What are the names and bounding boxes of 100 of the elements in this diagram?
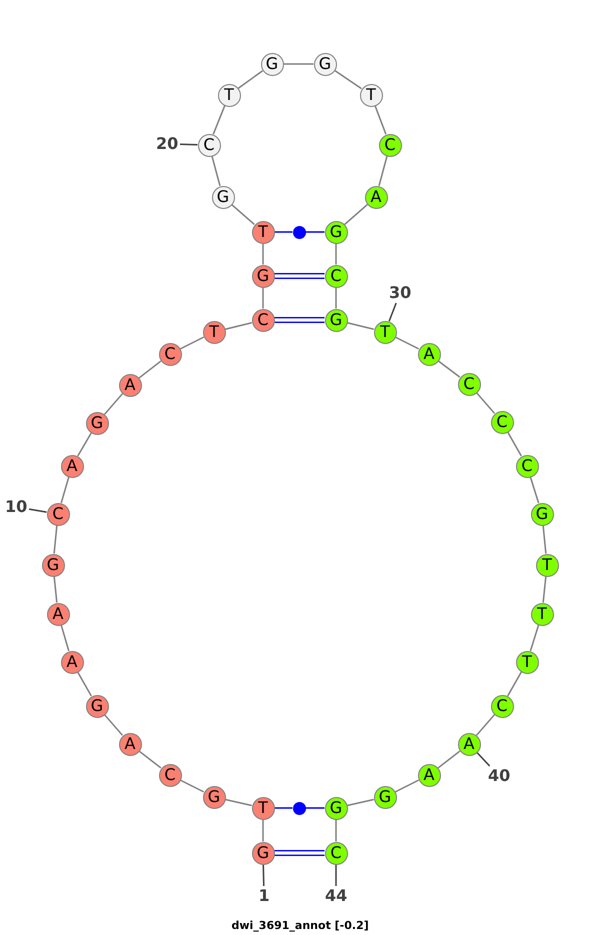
base-pair-line: [274, 317, 326, 323]
backbone-line: [438, 750, 460, 769]
backbone-line: [284, 63, 314, 65]
backbone-line: [542, 576, 547, 603]
position-number: 1: [258, 888, 270, 904]
nucleotide: G: [314, 52, 336, 76]
nucleotide: A: [418, 764, 440, 786]
backbone-line: [347, 322, 374, 330]
backbone-line: [104, 393, 124, 415]
nucleotide: A: [60, 650, 84, 674]
caption: dwi_3691_annot [-0.2]: [232, 920, 369, 931]
nucleotide: G: [530, 502, 554, 526]
nucleotide: C: [458, 372, 480, 396]
nucleotide: G: [324, 308, 348, 332]
nucleotide: T: [360, 84, 382, 106]
nucleotide: C: [378, 134, 402, 156]
backbone-line: [530, 624, 540, 652]
leader-line: [476, 752, 490, 767]
backbone-line: [138, 360, 162, 379]
nucleotide: C: [198, 134, 220, 156]
nucleotide: T: [536, 554, 558, 576]
nucleotide: G: [374, 786, 396, 808]
nucleotide: A: [118, 374, 142, 396]
nucleotide: A: [458, 732, 480, 756]
nucleotide: G: [86, 694, 108, 718]
dot-icon: [292, 226, 306, 238]
nucleotide: C: [516, 454, 538, 478]
nucleotide: C: [252, 308, 274, 332]
position-number: 40: [488, 768, 510, 784]
backbone-line: [394, 336, 420, 350]
nucleotide: G: [86, 412, 108, 434]
nucleotide: C: [46, 502, 70, 526]
nucleotide: C: [158, 342, 182, 366]
nucleotide: T: [202, 320, 226, 344]
nucleotide: G: [324, 796, 348, 820]
backbone-line: [335, 244, 337, 264]
backbone-line: [104, 714, 124, 736]
backbone-line: [335, 288, 337, 308]
nucleotide: G: [260, 52, 284, 76]
leader-line: [388, 302, 397, 322]
base-pair-line: [274, 273, 326, 279]
backbone-line: [225, 798, 252, 806]
backbone-line: [262, 820, 264, 842]
backbone-line: [53, 576, 58, 603]
position-number: 44: [325, 888, 348, 904]
nucleotide: G: [42, 554, 64, 576]
leader-line: [262, 864, 265, 886]
nucleotide: C: [158, 764, 182, 786]
position-number: 10: [5, 499, 28, 515]
backbone-line: [231, 204, 255, 225]
base-pair-line: [306, 231, 324, 233]
dot-icon: [292, 802, 306, 814]
base-pair-line: [274, 231, 292, 233]
nucleotide: C: [490, 694, 514, 718]
backbone-line: [262, 244, 264, 264]
nucleotide: C: [324, 264, 348, 288]
base-pair-line: [274, 807, 292, 809]
nucleotide: G: [324, 220, 348, 244]
backbone-line: [438, 360, 460, 378]
position-number: 20: [156, 136, 178, 152]
backbone-line: [347, 798, 374, 806]
backbone-line: [476, 392, 496, 414]
nucleotide: A: [60, 454, 84, 478]
backbone-line: [334, 70, 362, 90]
backbone-line: [77, 672, 92, 696]
backbone-line: [394, 779, 420, 793]
nucleotide: T: [516, 650, 538, 674]
backbone-line: [378, 156, 388, 186]
backbone-line: [507, 672, 522, 696]
nucleotide: T: [252, 220, 274, 244]
nucleotide: A: [418, 342, 440, 366]
nucleotide: T: [530, 602, 554, 626]
backbone-line: [225, 322, 252, 330]
backbone-line: [335, 820, 337, 842]
nucleotide: A: [364, 186, 388, 208]
nucleotide: T: [218, 84, 240, 106]
leader-line: [335, 864, 337, 886]
base-pair-line: [306, 807, 324, 809]
nucleotide: G: [252, 842, 274, 864]
backbone-line: [507, 432, 522, 456]
nucleotide: C: [324, 842, 348, 864]
backbone-line: [180, 336, 204, 350]
nucleotide: C: [490, 410, 514, 434]
nucleotide: A: [118, 732, 142, 756]
position-number: 30: [389, 285, 412, 301]
leader-line: [180, 144, 198, 146]
backbone-line: [60, 476, 70, 504]
backbone-line: [77, 432, 92, 456]
backbone-line: [542, 525, 547, 554]
nucleotide: A: [46, 602, 70, 626]
base-pair-line: [274, 850, 326, 856]
backbone-line: [60, 624, 70, 652]
backbone-line: [344, 204, 368, 225]
backbone-line: [476, 714, 496, 736]
nucleotide: G: [212, 186, 234, 208]
backbone-line: [53, 525, 58, 554]
backbone-line: [262, 288, 264, 308]
backbone-line: [238, 70, 264, 89]
nucleotide: T: [252, 796, 274, 820]
nucleotide: G: [252, 264, 274, 288]
